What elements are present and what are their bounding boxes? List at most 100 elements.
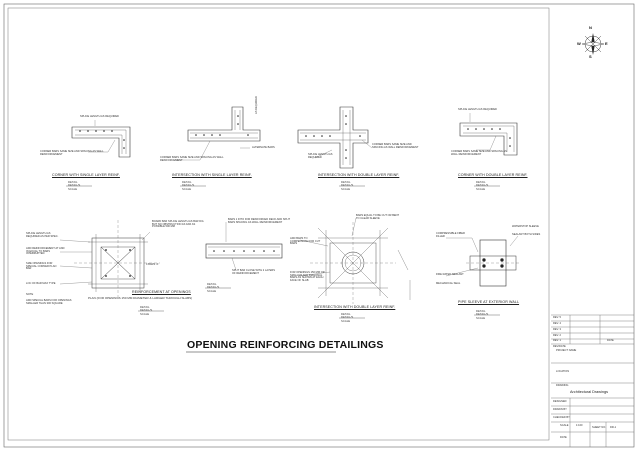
note-board-bar: BOARD BAR SPLICE LENGTH AS BAR DIA BUT N…: [152, 220, 204, 229]
compass-n-label: N: [589, 25, 592, 30]
wall-opening-bars: [213, 250, 275, 252]
note-heading: NOTE: [26, 293, 34, 296]
note-diagonal-bars: FOR OPENINGS 150 MM OR SMALLER ADD DIAGO…: [290, 271, 325, 282]
detail-tag-line1: DETAIL: [341, 180, 351, 184]
note-corner-bars-2: CORNER BARS SAME SIZE AND SPACING AS WAL…: [160, 156, 224, 162]
note-split-bar: SPLIT BAR CLOSE WITH 2 LAYERS OF REINFOR…: [232, 269, 276, 275]
scale-label: SCALE: [560, 424, 569, 427]
rev-date-label: DATE: [607, 339, 614, 342]
caption-plan-note: PLAN (FOR OPENINGS 150 MM DIAMETER & LAR…: [88, 296, 193, 300]
sleeve-reinforcement-detail: [310, 222, 396, 304]
opening-plan-detail: [74, 220, 160, 300]
note-splice-4: SPLICE LENGTH AS REQUIRED AS PER SPEC.: [26, 232, 59, 238]
detail-tag-line2: DETAIL/S: [341, 315, 354, 320]
detail-tag-line1: DETAIL: [68, 180, 78, 184]
rev-row-4: REV. 2: [553, 334, 561, 337]
detail-tag-line3: SCALE: [182, 186, 192, 191]
note-size-openings: SIZE OPENINGS FOR SPECIAL CORNER PLAN BA…: [26, 262, 57, 271]
drawing-label: DRAWING: [556, 384, 569, 387]
caption-pipe-sleeve: PIPE SLEEVE AT EXTERIOR WALL: [458, 300, 520, 304]
corner-single-bars: [79, 130, 125, 149]
detail-tag-line1: DETAIL: [207, 282, 217, 286]
note-corner-bars-3: CORNER BARS SAME SIZE AND SPACING AS WAL…: [372, 143, 419, 149]
drawing-title: Architectural Drawings: [570, 390, 608, 394]
note-as-required: AS REQUIRED: [255, 96, 258, 114]
detail-tag-line3: SCALE: [140, 311, 150, 316]
leader-lines-top: [88, 113, 497, 161]
note-splice-3: SPLICE LENGTH AS REQUIRED: [458, 108, 497, 111]
corner-double-detail: [459, 122, 518, 156]
rev-row-2: REV. 4: [553, 322, 561, 325]
detail-tag-line2: DETAIL/S: [476, 312, 489, 317]
detail-tag-line1: DETAIL: [476, 180, 486, 184]
designed-label: DESIGNED: [553, 400, 567, 403]
intersection-single-bars: [195, 115, 249, 136]
note-corner-bars-1: CORNER BARS SAME SIZE AND SPACING AS WAL…: [40, 150, 104, 156]
sheet-no-label: SHEET NO.: [592, 426, 606, 429]
detail-tag-line3: SCALE: [476, 186, 486, 191]
note-4-bars: 4 BARS 'A': [146, 263, 159, 266]
wall-opening-section: [205, 243, 283, 259]
note-fire-rated: FIRE RATED SEALANT: [436, 273, 464, 276]
intersection-double-bars: [305, 115, 361, 159]
note-splice-1: SPLICE LENGTH AS REQUIRED: [80, 115, 119, 118]
rev-row-3: REV. 3: [553, 328, 561, 331]
note-mechanical-seal: MECHANICAL SEAL: [436, 282, 461, 285]
detail-tag-line1: DETAIL: [476, 309, 486, 313]
compass-e-label: E: [605, 41, 608, 46]
detail-tag-line2: DETAIL/S: [140, 308, 153, 313]
scale-value: 1:100: [576, 424, 583, 427]
note-add-reinforcement: ADD REINFORCEMENT AT AND IN EQUAL TO BAR…: [26, 247, 65, 256]
detail-tag-line2: DETAIL/S: [341, 183, 354, 188]
note-waterstop: WATERSTOP SLEEVE: [512, 225, 539, 228]
note-corner-bars-4: CORNER BARS SAME SIZE AND SPACING AS WAL…: [451, 150, 507, 156]
project-name-label: PROJECT NAME: [556, 349, 577, 352]
detail-tag-line2: DETAIL/S: [182, 183, 195, 188]
note-add-bars: ADD BARS TO COMPENSATE FOR CUT BARS: [290, 237, 321, 246]
date-bottom-label: DATE: [560, 436, 567, 439]
sleeve-dimension-lines: [397, 249, 411, 300]
compass-w-label: W: [577, 41, 581, 46]
caption-reinforcement-openings: REINFORCEMENT AT OPENINGS: [132, 290, 191, 294]
detail-tag-line3: SCALE: [341, 186, 351, 191]
caption-intersection-single: INTERSECTION WITH SINGLE LAYER REINF.: [172, 173, 252, 177]
leader-lines-bottom: [59, 217, 519, 285]
note-loc-bar: LOC OF BAR MAX TYPE: [26, 282, 56, 285]
sheet-outer-border: [3, 3, 635, 448]
caption-intersection-double-2: INTERSECTION WITH DOUBLE LAYER REINF.: [314, 305, 396, 309]
sheet-inner-border: [7, 7, 550, 441]
note-splice-2: SPLICE LENGTH AS REQUIRED: [308, 153, 333, 159]
detail-tag-line3: SCALE: [476, 315, 486, 320]
opening-plan-bars: [105, 249, 131, 277]
rev-row-1: REV. 5: [553, 316, 561, 319]
detail-tag-line3: SCALE: [207, 288, 217, 293]
detail-tags: [66, 185, 500, 319]
caption-intersection-double: INTERSECTION WITH DOUBLE LAYER REINF.: [318, 173, 400, 177]
compass-s-label: S: [589, 54, 592, 59]
checked-label: CHECKED BY: [553, 416, 570, 419]
drawn-label: DRAWN BY: [553, 408, 567, 411]
title-block: [551, 314, 634, 447]
corner-single-detail: [71, 126, 131, 158]
rev-row-5: REV. 1: [553, 339, 561, 342]
intersection-double-detail: [297, 106, 369, 169]
sheet-title: OPENING REINFORCING DETAILINGS: [187, 339, 384, 351]
note-compressible: COMPRESSIBLE FIBER FILLER: [436, 232, 465, 238]
detail-tag-line2: DETAIL/S: [207, 285, 220, 290]
north-arrow-icon: [581, 33, 605, 55]
detail-tag-line2: DETAIL/S: [476, 183, 489, 188]
pipe-sleeve-detail: [466, 239, 520, 287]
note-bars-into: BARS 1 INTO FOR REINFORCED DECK ADD SPLI…: [228, 218, 291, 224]
detail-tag-line2: DETAIL/S: [68, 183, 81, 188]
sheet-no-value: DR-1: [610, 426, 617, 429]
location-label: LOCATION: [556, 370, 570, 373]
